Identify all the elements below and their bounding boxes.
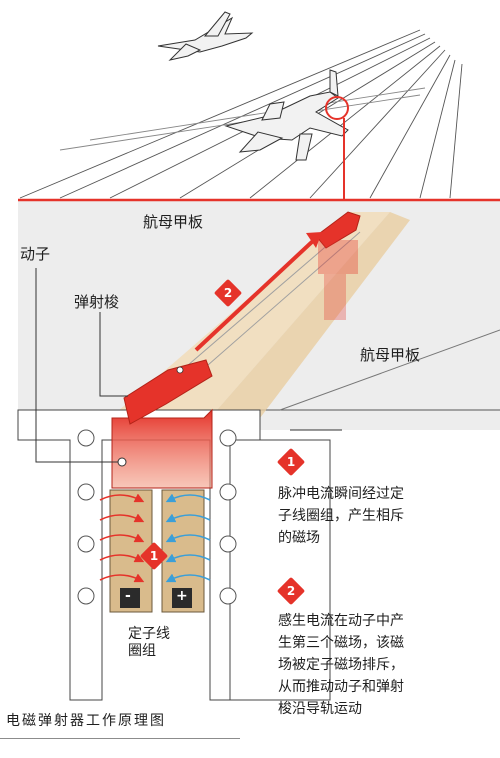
support-structure [17, 409, 331, 701]
step2-note: 感生电流在动子中产 生第三个磁场，该磁 场被定子磁场排斥， 从而推动动子和弹射 … [278, 610, 404, 720]
step2-line: 场被定子磁场排斥， [278, 657, 404, 673]
step-badge-2-diagram: 2 [213, 278, 243, 308]
deck-label-right: 航母甲板 [360, 346, 421, 364]
far-aircraft [157, 11, 254, 61]
step1-line: 的磁场 [278, 530, 320, 546]
leader-lines [35, 268, 342, 463]
deck-label-top: 航母甲板 [143, 213, 204, 231]
step2-line: 从而推动动子和弹射 [278, 679, 404, 695]
mover-label: 动子 [20, 245, 51, 263]
step2-line: 梭沿导轨运动 [278, 701, 362, 717]
near-aircraft [224, 69, 349, 161]
girder-holes [77, 429, 237, 605]
motion-arrow [194, 232, 322, 352]
flight-deck-lines [19, 29, 463, 199]
callout-circle [325, 96, 349, 200]
minus-terminal: - [125, 588, 131, 604]
plus-terminal: + [176, 588, 188, 604]
field-arrows-red [99, 493, 145, 583]
field-arrows-blue [165, 493, 211, 583]
step-badge-2-note: 2 [276, 576, 306, 606]
step-badge-1-diagram: 1 [139, 541, 169, 571]
stator-label-line2: 圈组 [128, 642, 156, 659]
step-badge-1-note: 1 [276, 447, 306, 477]
step1-line: 脉冲电流瞬间经过定 [278, 486, 404, 502]
shuttle-block [123, 211, 361, 425]
step1-line: 子线圈组，产生相斥 [278, 508, 404, 524]
stator-label: 定子线 圈组 [128, 626, 170, 660]
caption-underline [0, 738, 240, 739]
mover-block [111, 408, 213, 489]
step1-note: 脉冲电流瞬间经过定 子线圈组，产生相斥 的磁场 [278, 483, 404, 549]
step2-line: 感生电流在动子中产 [278, 613, 404, 629]
step2-line: 生第三个磁场，该磁 [278, 635, 404, 651]
diagram-caption: 电磁弹射器工作原理图 [6, 713, 166, 729]
shuttle-label: 弹射梭 [74, 293, 120, 311]
stator-label-line1: 定子线 [128, 626, 170, 642]
